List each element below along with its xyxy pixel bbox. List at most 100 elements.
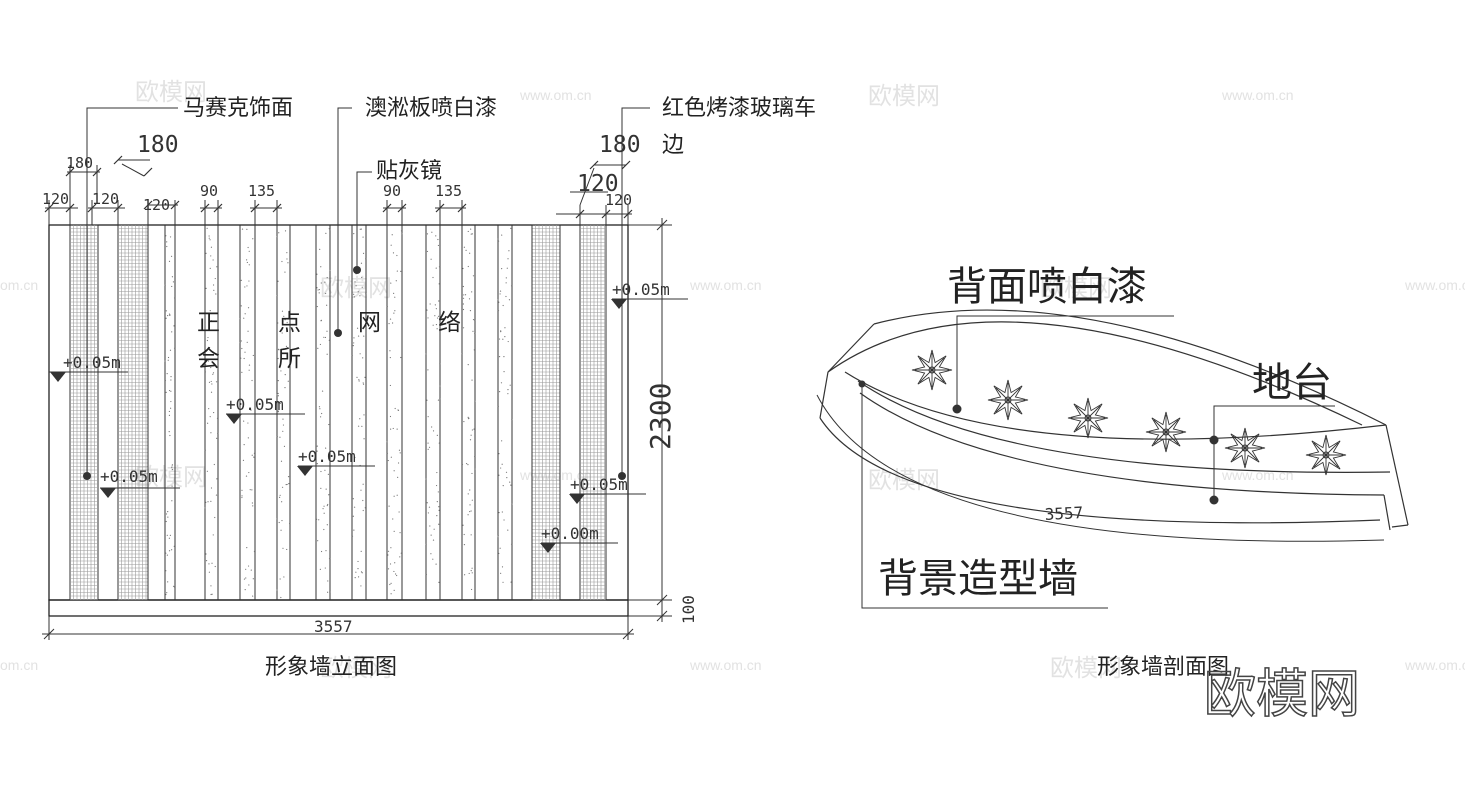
stipple-dot [166, 241, 168, 243]
stipple-dot [436, 328, 438, 330]
stipple-dot [430, 258, 432, 260]
stipple-dot [317, 289, 319, 291]
stipple-dot [393, 570, 395, 573]
stipple-dot [208, 408, 210, 410]
stipple-dot [207, 422, 209, 424]
stipple-dot [389, 415, 392, 418]
stipple-dot [360, 585, 362, 587]
stipple-dot [436, 515, 438, 517]
stipple-dot [396, 574, 398, 577]
stipple-dot [360, 550, 362, 552]
stipple-dot [168, 260, 171, 262]
stipple-dot [282, 430, 284, 432]
stipple-dot [393, 470, 395, 472]
stipple-dot [436, 500, 438, 503]
stipple-dot [392, 427, 394, 430]
stipple-dot [167, 314, 169, 317]
stipple-dot [284, 374, 286, 376]
stipple-dot [321, 390, 324, 392]
rosette-center [1322, 451, 1330, 459]
stipple-dot [214, 565, 216, 568]
rosette-ray [1313, 442, 1327, 456]
stipple-dot [168, 414, 171, 416]
stipple-dot [172, 585, 175, 587]
stipple-dot [239, 407, 241, 409]
stipple-dot [251, 502, 253, 504]
stipple-dot [353, 296, 355, 298]
stipple-dot [438, 283, 440, 285]
stipple-dot [359, 418, 361, 420]
stipple-dot [389, 384, 391, 387]
stipple-dot [165, 513, 168, 515]
stipple-dot [276, 435, 278, 438]
stipple-dot [390, 593, 392, 595]
stipple-dot [279, 436, 281, 438]
stipple-dot [326, 524, 328, 526]
stipple-dot [361, 276, 363, 279]
stipple-dot [505, 295, 507, 298]
stipple-dot [167, 359, 169, 361]
stipple-dot [387, 459, 389, 462]
stipple-dot [426, 250, 429, 253]
stipple-dot [389, 318, 392, 320]
stipple-dot [327, 473, 329, 475]
rosette-ray [1007, 387, 1021, 401]
stipple-dot [437, 315, 440, 317]
stipple-dot [211, 593, 213, 595]
stipple-dot [316, 518, 318, 520]
sign-char: 点 [278, 310, 301, 336]
stipple-dot [239, 342, 241, 344]
stipple-dot [252, 578, 254, 580]
watermark-layer: 欧模网 www.om.cn 欧模网 www.om.cn om.cn 欧模网 ww… [0, 79, 1465, 682]
stipple-dot [357, 560, 359, 563]
section-caption: 形象墙剖面图 [1097, 655, 1229, 680]
stipple-dot [471, 572, 473, 574]
stipple-dot [389, 356, 391, 359]
stipple-dot [461, 463, 464, 466]
mosaic-grid [532, 225, 560, 600]
stipple-dot [469, 439, 472, 441]
stipple-dot [351, 354, 353, 356]
section-curves [819, 309, 1409, 531]
stipple-dot [325, 232, 327, 235]
rosette-ray [1244, 447, 1258, 461]
stipple-dot [427, 369, 429, 371]
stipple-dot [284, 319, 286, 321]
stipple-dot [362, 383, 365, 385]
rosette-ray [1232, 447, 1246, 461]
stipple-dot [240, 357, 242, 359]
callout-mosaic: 马赛克饰面 [183, 96, 293, 121]
stipple-dot [467, 364, 469, 366]
stipple-dot [288, 312, 290, 314]
stipple-dot [170, 407, 172, 409]
stipple-dot [318, 292, 320, 294]
stipple-dot [164, 284, 166, 286]
stipple-dot [357, 568, 359, 570]
stipple-dot [206, 470, 208, 472]
stipple-dot [286, 321, 288, 324]
dim-180: 180 [137, 132, 179, 158]
stipple-dot [252, 505, 254, 507]
stipple-dot [168, 431, 170, 433]
stipple-dot [171, 500, 173, 502]
stipple-dot [463, 294, 465, 296]
mosaic-grid [580, 225, 606, 600]
stipple-dot [510, 285, 513, 287]
stipple-dot [360, 489, 362, 491]
dim-90: 90 [383, 182, 401, 200]
stipple-dot [462, 285, 465, 288]
stipple-dot [216, 417, 219, 419]
rosette [1224, 427, 1266, 469]
stipple-dot [215, 494, 218, 496]
stipple-dot [436, 434, 438, 437]
stipple-dot [241, 347, 243, 350]
stipple-dot [471, 429, 473, 431]
stipple-dot [325, 447, 327, 449]
stipple-dot [467, 230, 469, 233]
stipple-dot [169, 236, 172, 238]
stipple-dot [277, 392, 279, 395]
width-dim-label: 3557 [314, 617, 353, 636]
stipple-dot [439, 363, 441, 365]
dim-180: 180 [66, 154, 93, 172]
stipple-dot [473, 455, 476, 458]
